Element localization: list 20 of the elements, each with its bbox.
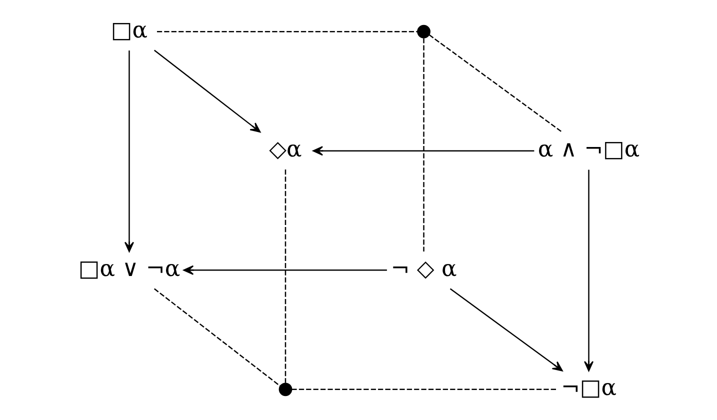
arrow — [449, 288, 562, 371]
node-text: ¬ ◇ α — [390, 255, 456, 282]
node-text: α ∧ ¬□α — [537, 136, 640, 162]
arrow — [182, 264, 386, 274]
arrow — [312, 146, 534, 156]
arrow — [153, 49, 260, 132]
node-text: ¬□α — [560, 374, 616, 401]
connector — [156, 30, 417, 32]
arrow — [124, 50, 134, 252]
connector — [153, 288, 280, 386]
connector — [428, 34, 562, 132]
node-circle — [278, 382, 292, 396]
node-text: □α — [110, 16, 148, 43]
node-text: ◇α — [268, 136, 302, 162]
connector — [284, 168, 286, 382]
node-text: □α ∨ ¬α — [78, 255, 180, 282]
node-circle — [416, 24, 430, 38]
connector — [291, 388, 557, 390]
arrow — [584, 169, 594, 371]
connector — [422, 38, 424, 251]
